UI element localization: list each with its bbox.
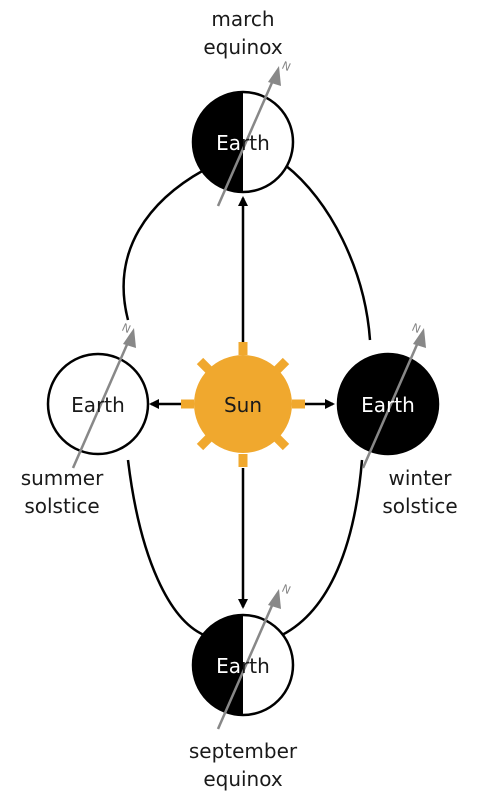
earth-winter-solstice: N Earth: [338, 321, 438, 468]
earth-summer-solstice: N Earth: [48, 321, 148, 468]
september-label-line2: equinox: [203, 767, 283, 791]
earth-label: Earth: [71, 393, 125, 417]
north-symbol-icon: N: [280, 59, 293, 74]
march-label-line2: equinox: [203, 35, 283, 59]
september-label-line1: september: [189, 739, 298, 763]
winter-label-line2: solstice: [382, 494, 457, 518]
sun-label: Sun: [224, 393, 262, 417]
orbit-arc-winter-to-march: [285, 165, 370, 340]
earth-axis-arrowhead: [268, 66, 281, 86]
winter-label-line1: winter: [389, 466, 453, 490]
earth-march-equinox: N Earth: [193, 59, 293, 206]
earth-axis-arrowhead: [268, 589, 281, 609]
orbit-arc-september-to-winter: [282, 460, 362, 635]
earth-label: Earth: [216, 654, 270, 678]
march-label-line1: march: [211, 7, 274, 31]
earth-label: Earth: [361, 393, 415, 417]
summer-label-line1: summer: [21, 466, 104, 490]
north-symbol-icon: N: [280, 582, 293, 597]
sun: Sun: [181, 342, 305, 467]
orbit-arc-summer-to-september: [128, 460, 204, 635]
earth-label: Earth: [216, 131, 270, 155]
orbit-arc-march-to-summer: [124, 170, 204, 320]
summer-label-line2: solstice: [24, 494, 99, 518]
